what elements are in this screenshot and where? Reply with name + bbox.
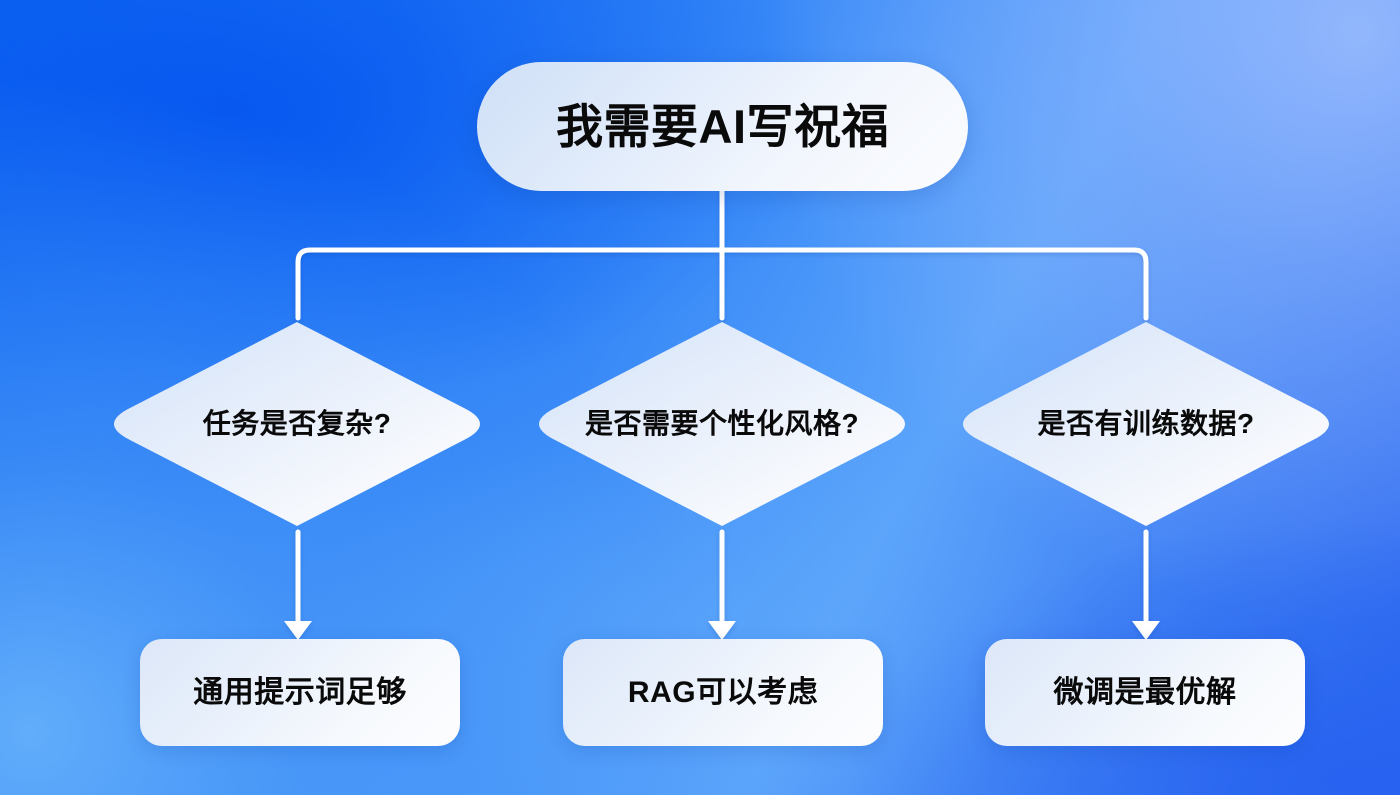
decision-node-1[interactable]: 任务是否复杂? bbox=[108, 316, 486, 532]
decision-node-2[interactable]: 是否需要个性化风格? bbox=[533, 316, 911, 532]
decision-node-1-label: 任务是否复杂? bbox=[202, 408, 392, 439]
diamond-shape-icon bbox=[114, 322, 480, 526]
diamond-shape-icon bbox=[539, 322, 905, 526]
decision-node-2-label: 是否需要个性化风格? bbox=[584, 408, 860, 439]
outcome-node-3-label: 微调是最优解 bbox=[1053, 675, 1237, 709]
arrowhead-icon-outcome-1 bbox=[284, 621, 312, 640]
arrowhead-icon-outcome-3 bbox=[1132, 621, 1160, 640]
outcome-node-2-label: RAG可以考虑 bbox=[627, 675, 819, 709]
arrowhead-icon-outcome-2 bbox=[708, 621, 736, 640]
outcome-node-3[interactable]: 微调是最优解 bbox=[985, 639, 1305, 746]
root-node[interactable]: 我需要AI写祝福 bbox=[477, 62, 968, 191]
root-node-label: 我需要AI写祝福 bbox=[556, 100, 889, 153]
connector-bus-to-decision-1 bbox=[295, 247, 313, 321]
diamond-shape-icon bbox=[963, 322, 1329, 526]
connector-bus-to-decision-3 bbox=[1131, 247, 1149, 321]
outcome-node-1-label: 通用提示词足够 bbox=[193, 675, 407, 709]
outcome-node-2[interactable]: RAG可以考虑 bbox=[563, 639, 883, 746]
decision-node-3[interactable]: 是否有训练数据? bbox=[957, 316, 1335, 532]
outcome-node-1[interactable]: 通用提示词足够 bbox=[140, 639, 460, 746]
decision-node-3-label: 是否有训练数据? bbox=[1037, 408, 1255, 439]
